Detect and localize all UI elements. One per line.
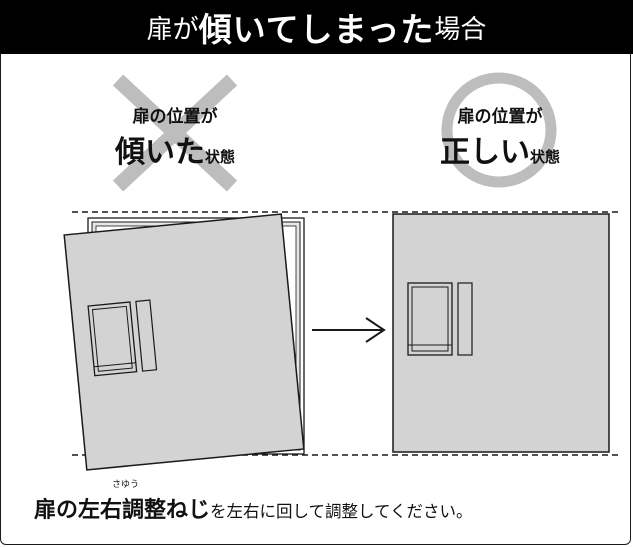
tilted-state-main: 傾いた xyxy=(114,135,205,170)
tilted-state-line1: 扉の位置が xyxy=(132,107,218,127)
arrow-right-icon xyxy=(312,317,386,343)
tilted-state-suffix: 状態 xyxy=(204,148,235,166)
caption-rest: を左右に回して調整してください。 xyxy=(210,502,473,521)
correct-state-suffix: 状態 xyxy=(529,148,560,166)
instruction-caption: さゆう 扉の左右調整ねじを左右に回して調整してください。 xyxy=(34,480,473,524)
caption-bold-part: 扉の左右調整ねじ xyxy=(34,498,211,523)
correct-state-label: 扉の位置が 正しい状態 xyxy=(405,102,595,171)
caption-ruby: さゆう xyxy=(112,480,140,490)
tilted-door xyxy=(63,213,305,471)
cross-mark xyxy=(112,74,238,192)
title-part-1: 扉が xyxy=(146,14,199,45)
tilted-state-label: 扉の位置が 傾いた状態 xyxy=(80,102,270,171)
correct-state-main: 正しい xyxy=(439,135,530,170)
title-bar: 扉が 傾いてしまった 場合 xyxy=(0,0,633,54)
circle-mark xyxy=(441,72,557,188)
title-part-3: 場合 xyxy=(434,14,487,45)
correct-state-line1: 扉の位置が xyxy=(457,107,543,127)
title-part-2: 傾いてしまった xyxy=(198,10,435,49)
aligned-door xyxy=(392,213,610,453)
